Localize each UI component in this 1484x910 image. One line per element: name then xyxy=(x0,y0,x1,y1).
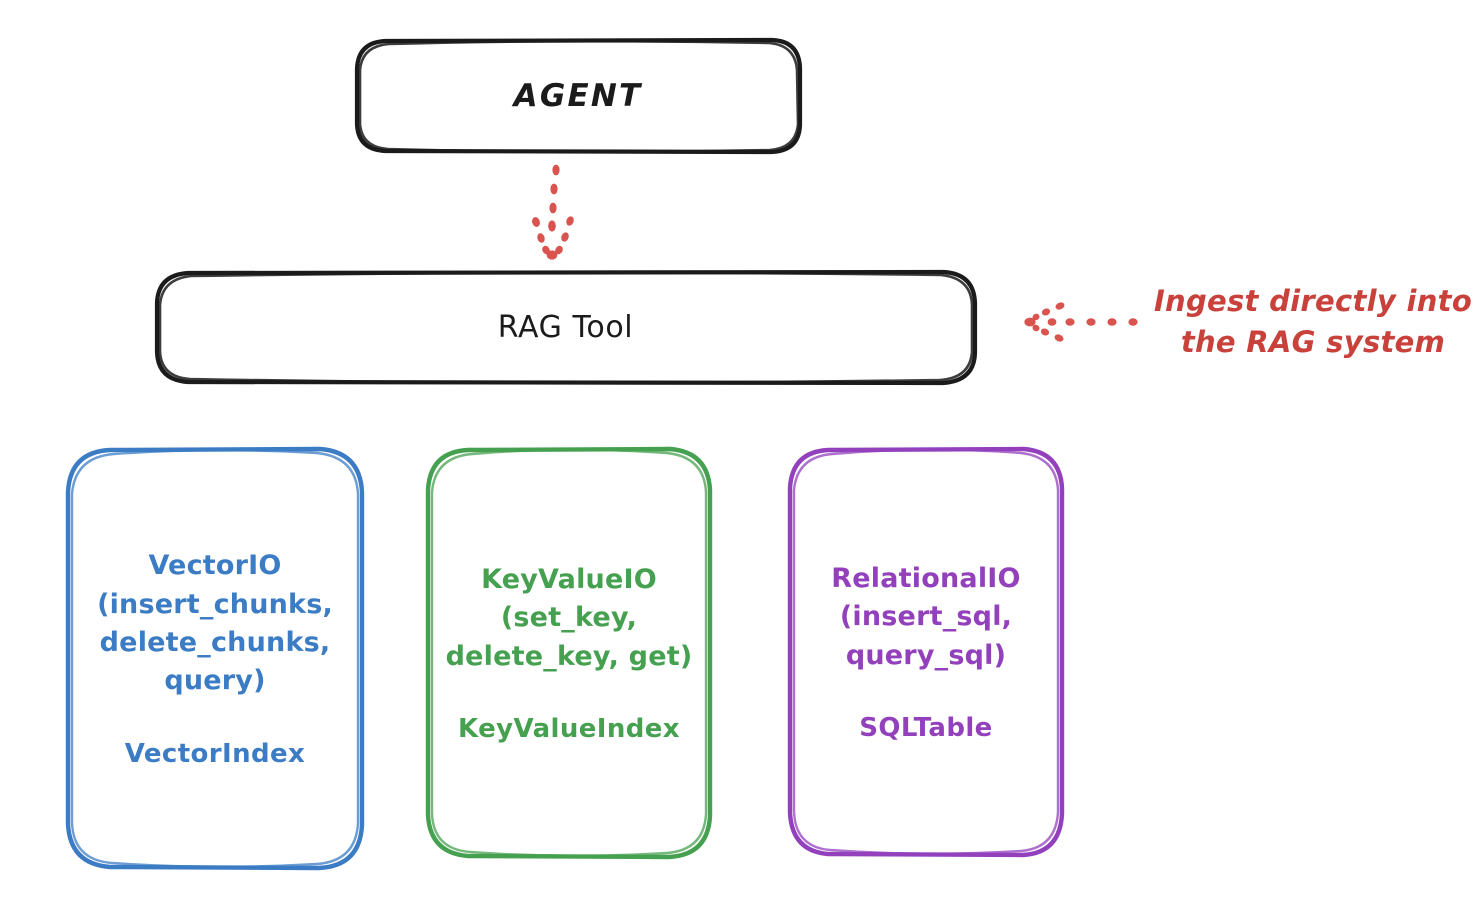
relational-io-api-label: RelationalIO (insert_sql, query_sql) xyxy=(831,563,1021,671)
ingest-to-rag-tool-arrow xyxy=(1024,302,1138,342)
agent-to-rag-tool-arrow xyxy=(532,164,574,260)
vector-io-api-label: VectorIO (insert_chunks, delete_chunks, … xyxy=(97,550,333,697)
agent-node-label[interactable]: AGENT xyxy=(513,77,643,114)
vector-index-label: VectorIndex xyxy=(124,738,306,769)
ingest-annotation-text: Ingest directly into the RAG system xyxy=(1153,284,1473,360)
sql-table-label: SQLTable xyxy=(859,712,993,743)
rag-tool-node-label[interactable]: RAG Tool xyxy=(497,309,634,345)
key-value-index-label: KeyValueIndex xyxy=(458,713,680,744)
key-value-io-node[interactable]: KeyValueIO (set_key, delete_key, get) Ke… xyxy=(428,448,710,857)
key-value-io-api-label: KeyValueIO (set_key, delete_key, get) xyxy=(445,564,693,672)
relational-io-node[interactable]: RelationalIO (insert_sql, query_sql) SQL… xyxy=(790,448,1062,855)
vector-io-node[interactable]: VectorIO (insert_chunks, delete_chunks, … xyxy=(68,448,362,868)
